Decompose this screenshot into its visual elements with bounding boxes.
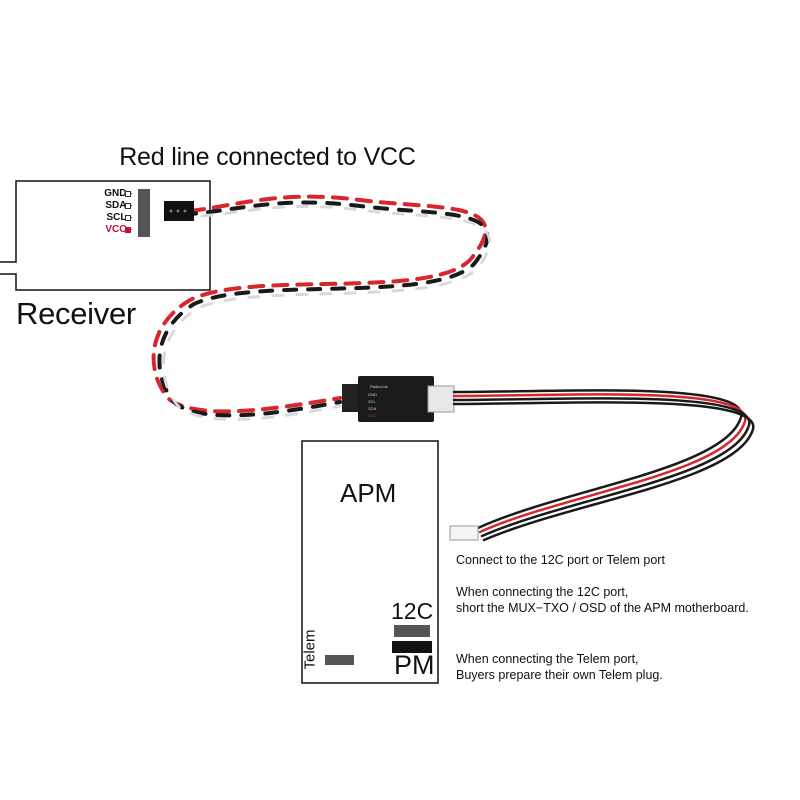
pin-box-scl (125, 215, 131, 221)
svg-text:GND: GND (368, 392, 377, 397)
pin-box-gnd (125, 191, 131, 197)
pin-label-scl: SCL– (106, 212, 132, 223)
svg-text:VCC: VCC (368, 413, 377, 418)
i2c-label: 12C (391, 598, 434, 624)
receiver-label: Receiver (16, 296, 136, 331)
pin-box-sda (125, 203, 131, 209)
telem-port (325, 655, 354, 665)
note-i2c-line1: When connecting the 12C port, (456, 585, 629, 599)
twisted-cable (151, 194, 492, 421)
apm-plug (449, 525, 479, 541)
flat-cable (452, 389, 755, 542)
receiver-outline (0, 180, 211, 291)
note-telem-line1: When connecting the Telem port, (456, 652, 639, 666)
pm-port (392, 641, 432, 653)
diagram-title: Red line connected to VCC (119, 143, 416, 171)
pin-label-gnd: GND– (104, 188, 132, 199)
svg-text:SCL: SCL (368, 399, 377, 404)
i2c-port (394, 625, 430, 637)
svg-text:SDA: SDA (368, 406, 377, 411)
note-port: Connect to the 12C port or Telem port (456, 553, 665, 567)
converter-module: RadioLink GND SCL SDA VCC (342, 376, 455, 422)
pin-box-vcc (125, 227, 131, 233)
note-telem-line2: Buyers prepare their own Telem plug. (456, 668, 663, 682)
pin-label-vcc: VCC– (105, 224, 132, 235)
telem-label: Telem (301, 629, 319, 670)
apm-outline (301, 440, 439, 684)
pin-label-sda: SDA– (105, 200, 132, 211)
svg-text:RadioLink: RadioLink (370, 384, 388, 389)
note-i2c-line2: short the MUX−TXO / OSD of the APM mothe… (456, 601, 749, 615)
pm-label: PM (394, 650, 435, 680)
apm-label: APM (340, 478, 397, 508)
receiver-header (138, 189, 150, 237)
